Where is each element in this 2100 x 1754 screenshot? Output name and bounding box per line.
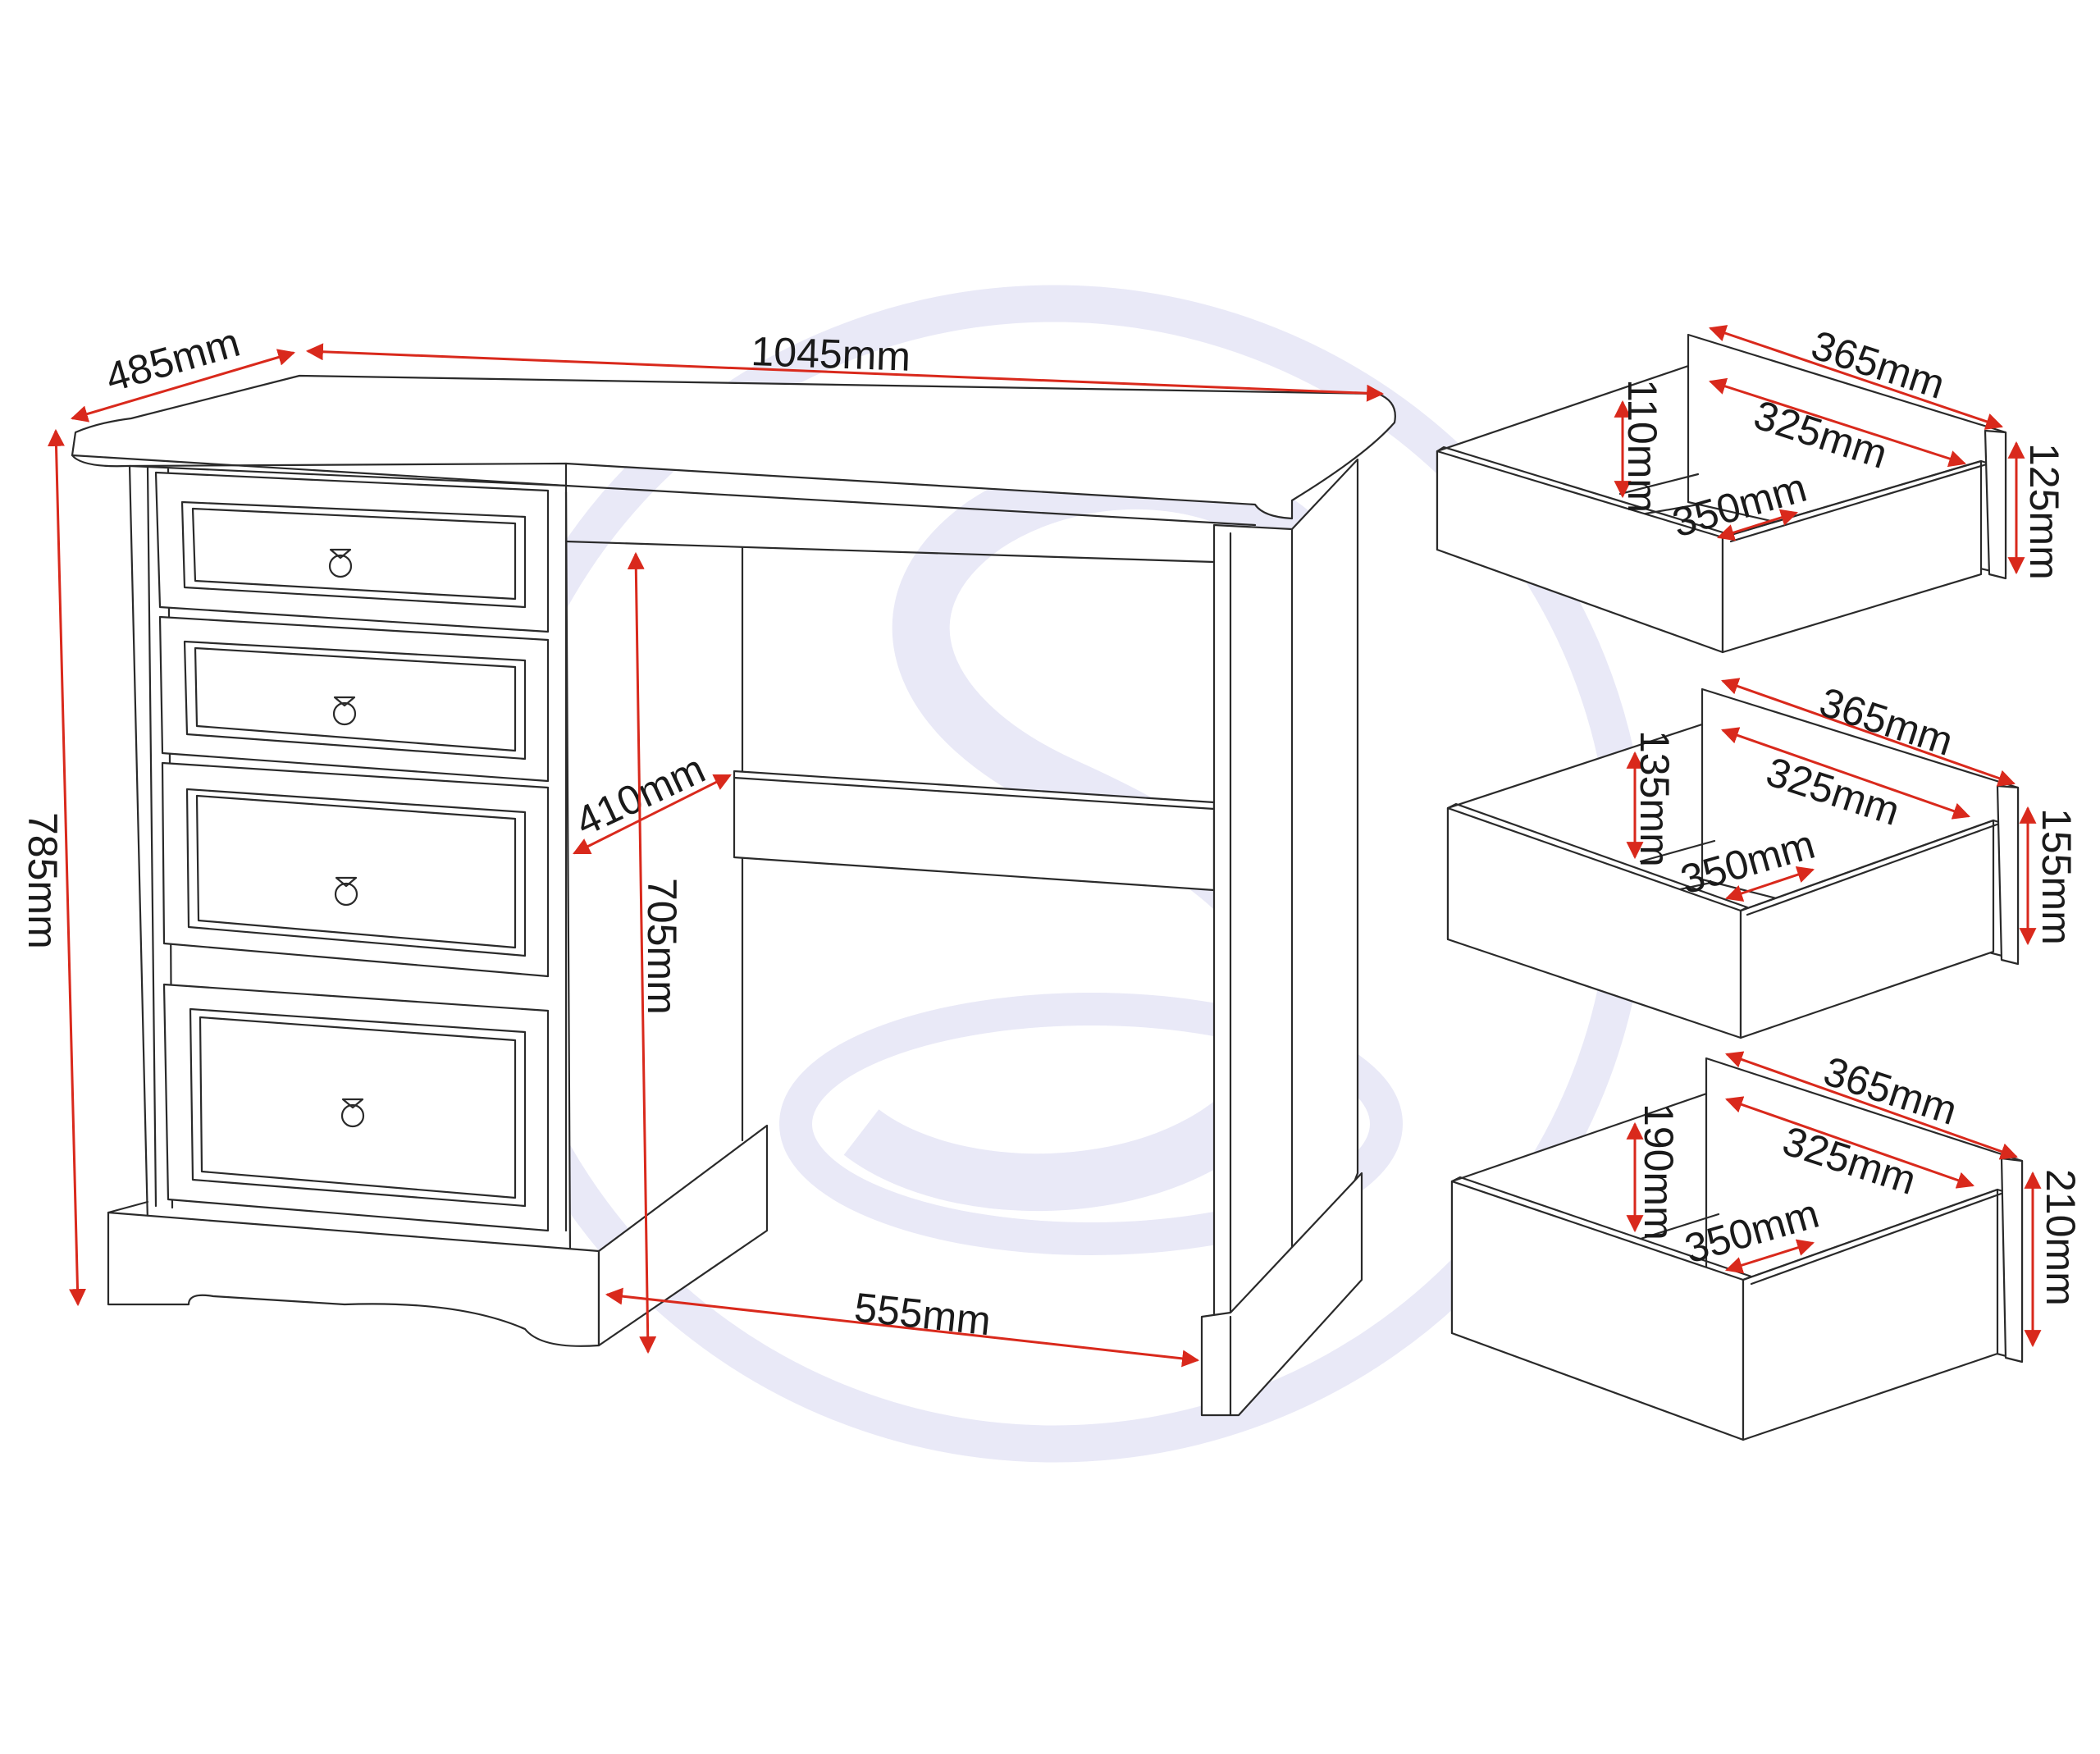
drawer-1-inner-height-label: 110mm — [1619, 379, 1665, 513]
desk-drawing — [71, 374, 1396, 1417]
desk-height-label: 785mm — [20, 812, 66, 949]
drawer-2-drawing: 365mm 325mm 135mm 350mm 155mm — [1446, 678, 2079, 1039]
drawer-front-4 — [162, 983, 550, 1232]
drawer-2-inner-height-label: 135mm — [1632, 730, 1678, 867]
knee-width-label: 555mm — [852, 1284, 993, 1344]
drawer-2-front-height-label: 155mm — [2034, 808, 2079, 945]
drawer-3-inner-height-label: 190mm — [1636, 1103, 1682, 1240]
modesty-panel — [733, 770, 1216, 892]
drawer-3-front-height-label: 210mm — [2038, 1169, 2084, 1306]
drawer-1-front-height-label: 125mm — [2021, 443, 2067, 580]
pedestal-plinth — [107, 1211, 600, 1347]
drawer-3-drawing: 365mm 325mm 190mm 350mm 210mm — [1450, 1048, 2084, 1441]
knee-height-label: 705mm — [639, 878, 685, 1015]
drawer-front-1 — [154, 471, 550, 633]
desk-width-label: 1045mm — [751, 328, 911, 380]
pedestal-drawers — [154, 471, 550, 1232]
ring-pull-handle-icon — [328, 548, 365, 1128]
drawer-1-drawing: 365mm 325mm 110mm 350mm 125mm — [1436, 322, 2067, 654]
drawer-front-3 — [161, 761, 550, 978]
